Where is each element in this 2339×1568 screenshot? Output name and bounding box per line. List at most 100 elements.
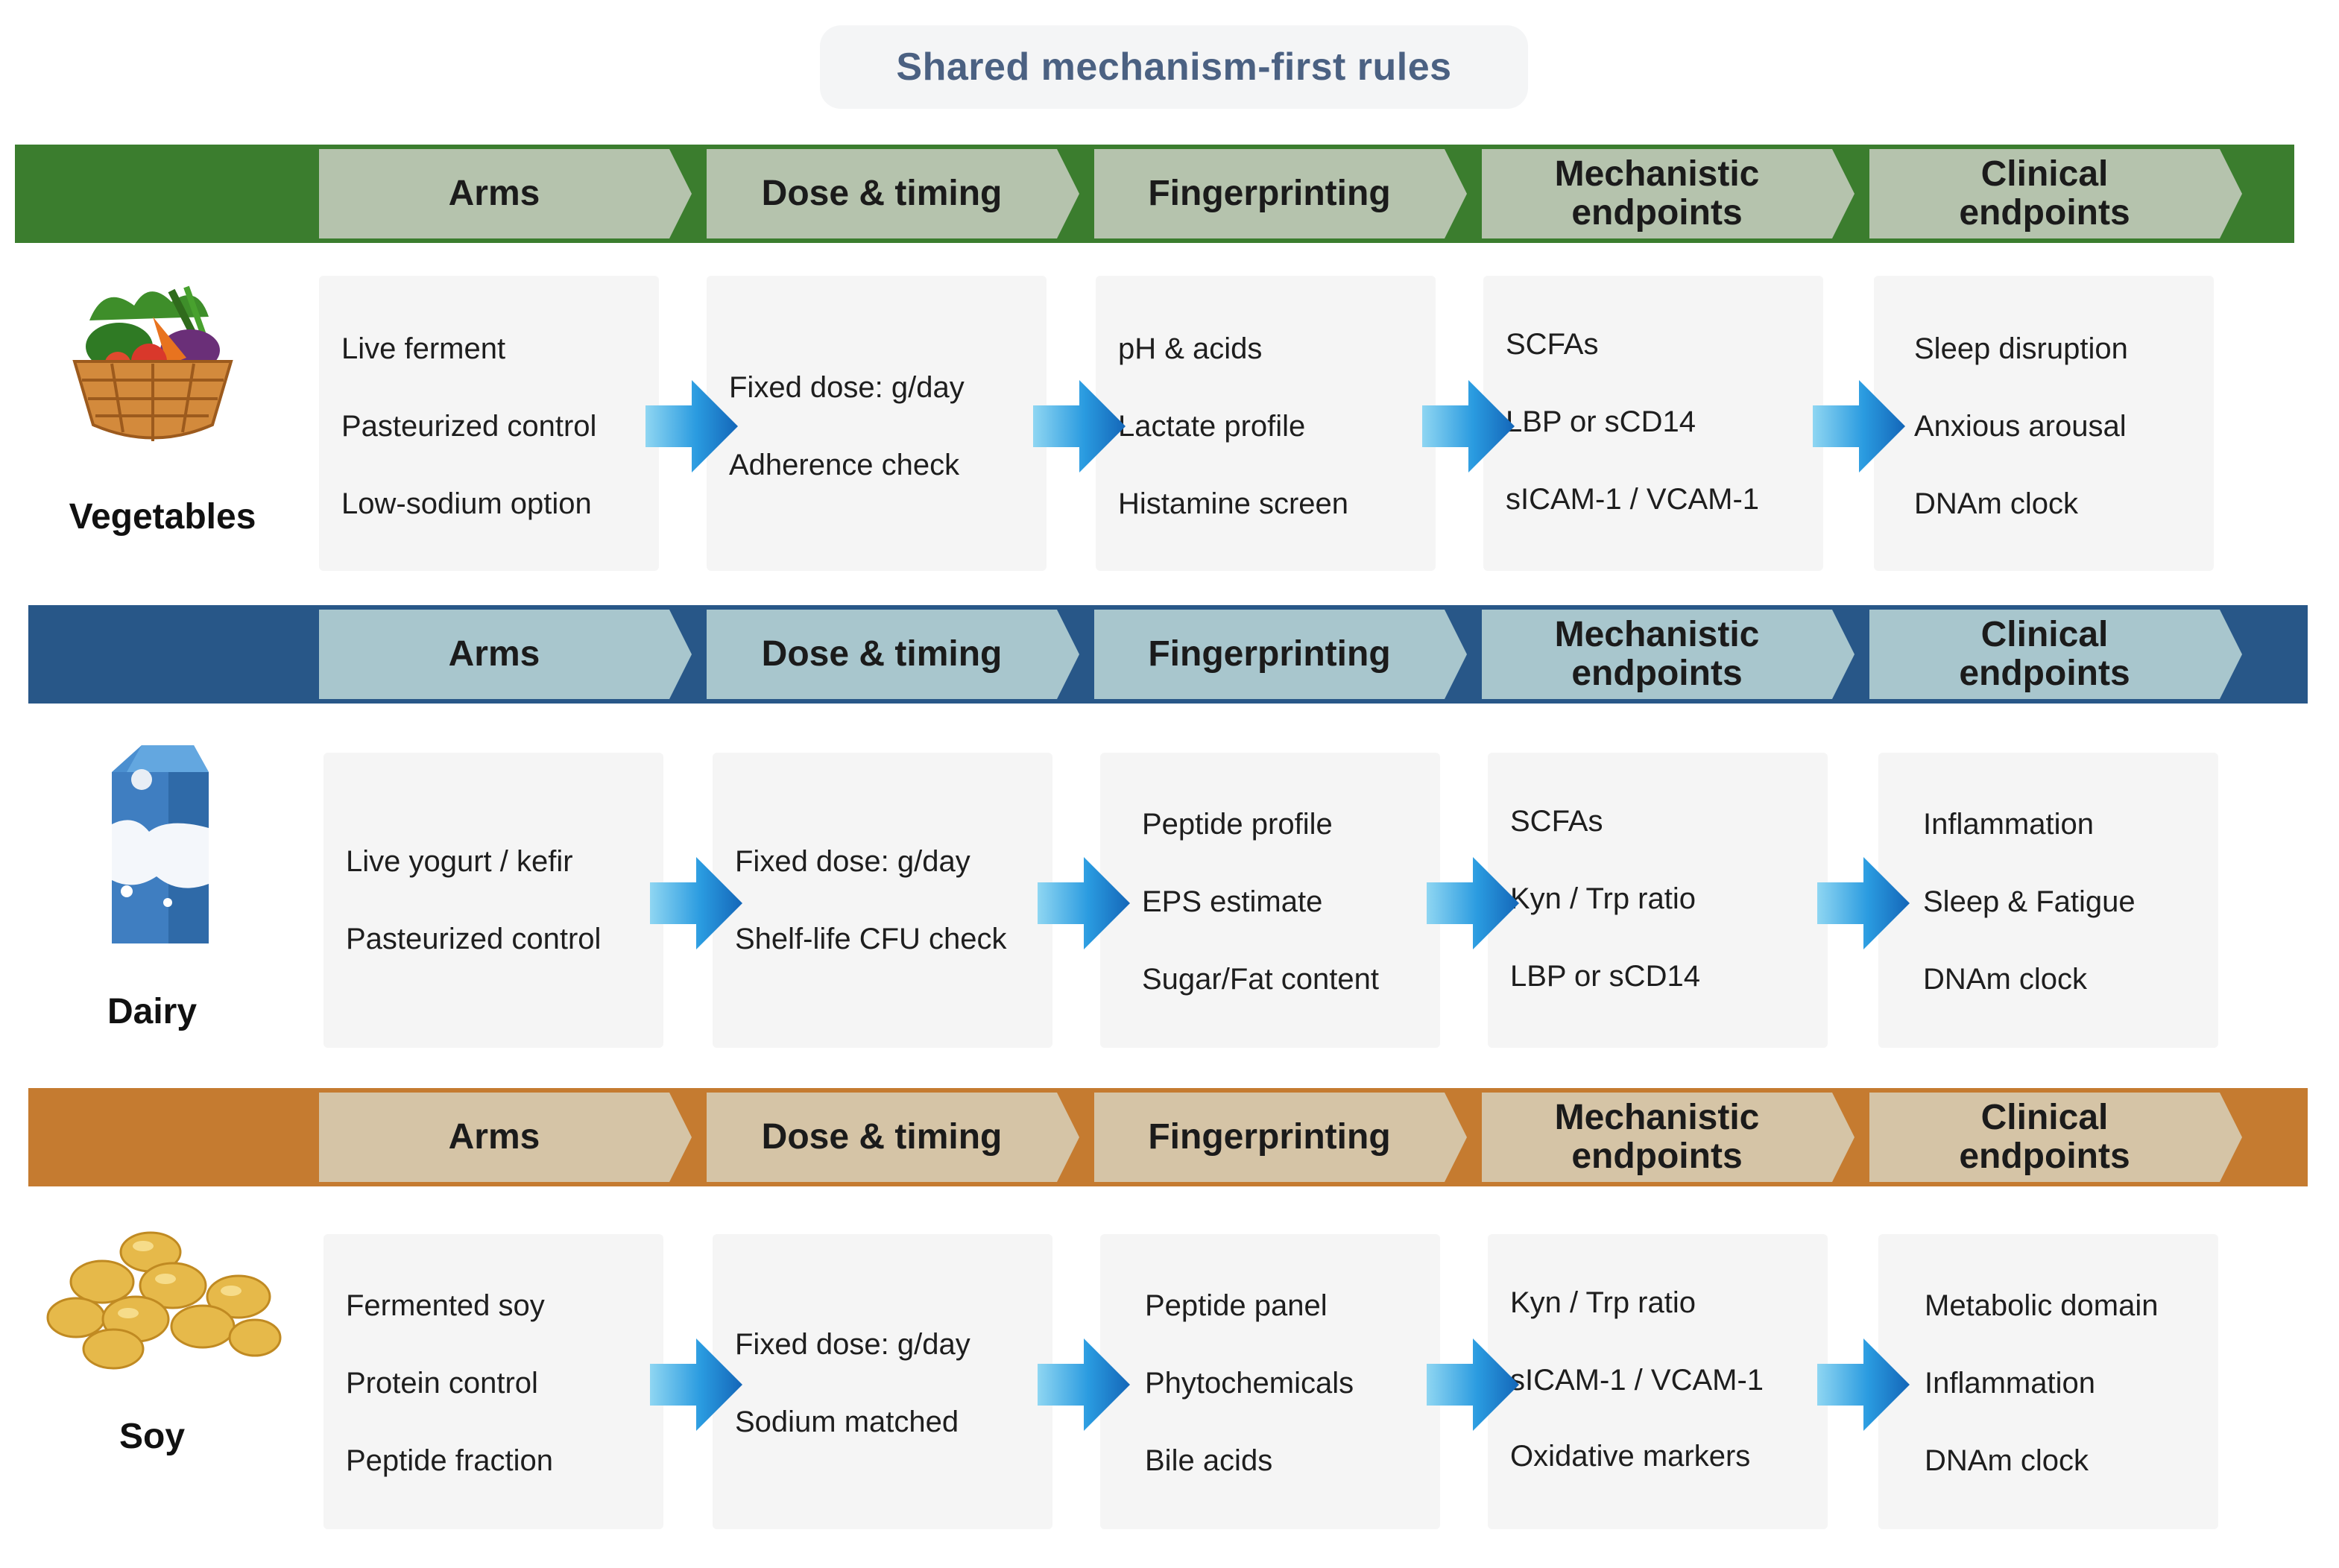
list-item: LBP or sCD14	[1510, 960, 1700, 993]
flow-arrow-icon	[650, 1338, 742, 1431]
list-item: Phytochemicals	[1145, 1367, 1354, 1400]
soy-label: Soy	[119, 1417, 186, 1456]
list-item: Histamine screen	[1118, 487, 1349, 520]
dairy-stage-dose: Dose & timing	[707, 610, 1079, 699]
list-item: LBP or sCD14	[1506, 405, 1696, 438]
list-item: Sugar/Fat content	[1142, 963, 1379, 996]
list-item: Peptide fraction	[346, 1444, 553, 1477]
flow-arrow-icon	[650, 857, 742, 949]
list-item: Shelf-life CFU check	[735, 923, 1007, 955]
soy-stage-fingerprinting: Fingerprinting	[1094, 1093, 1467, 1182]
vegetables-dose-box: Fixed dose: g/day Adherence check	[707, 276, 1047, 571]
vegetables-clinical-box: Sleep disruption Anxious arousal DNAm cl…	[1874, 276, 2214, 571]
stage-label: Arms	[448, 174, 540, 213]
list-item: DNAm clock	[1923, 963, 2088, 996]
list-item: sICAM-1 / VCAM-1	[1510, 1364, 1764, 1397]
list-item: Anxious arousal	[1914, 410, 2127, 443]
soy-dose-box: Fixed dose: g/day Sodium matched	[713, 1234, 1052, 1529]
list-item: Adherence check	[729, 449, 960, 481]
flow-arrow-icon	[1813, 380, 1905, 472]
list-item: pH & acids	[1118, 332, 1263, 365]
list-item: SCFAs	[1510, 805, 1603, 838]
soy-arms-box: Fermented soy Protein control Peptide fr…	[323, 1234, 663, 1529]
soy-stage-mechanistic: Mechanistic endpoints	[1482, 1093, 1855, 1182]
dairy-mechanistic-box: SCFAs Kyn / Trp ratio LBP or sCD14	[1488, 753, 1828, 1048]
list-item: Pasteurized control	[341, 410, 597, 443]
soybeans-icon	[46, 1231, 282, 1370]
dairy-stage-mechanistic: Mechanistic endpoints	[1482, 610, 1855, 699]
vegetables-stage-mechanistic: Mechanistic endpoints	[1482, 149, 1855, 238]
list-item: EPS estimate	[1142, 885, 1323, 918]
vegetables-stage-arms: Arms	[319, 149, 692, 238]
stage-label: Dose & timing	[761, 1117, 1003, 1157]
vegetables-stage-fingerprinting: Fingerprinting	[1094, 149, 1467, 238]
stage-label: Clinical endpoints	[1959, 615, 2130, 693]
stage-label: Clinical endpoints	[1959, 154, 2130, 233]
list-item: Inflammation	[1925, 1367, 2095, 1400]
stage-label: Dose & timing	[761, 174, 1003, 213]
list-item: sICAM-1 / VCAM-1	[1506, 483, 1760, 516]
list-item: Peptide profile	[1142, 808, 1333, 841]
flow-arrow-icon	[1422, 380, 1515, 472]
list-item: Lactate profile	[1118, 410, 1306, 443]
soy-mechanistic-box: Kyn / Trp ratio sICAM-1 / VCAM-1 Oxidati…	[1488, 1234, 1828, 1529]
list-item: DNAm clock	[1914, 487, 2079, 520]
list-item: SCFAs	[1506, 328, 1599, 361]
list-item: Kyn / Trp ratio	[1510, 1286, 1696, 1319]
stage-label: Fingerprinting	[1148, 634, 1391, 674]
stage-label: Fingerprinting	[1148, 174, 1391, 213]
list-item: Kyn / Trp ratio	[1510, 882, 1696, 915]
list-item: Fermented soy	[346, 1289, 545, 1322]
flow-arrow-icon	[1817, 857, 1910, 949]
vegetables-label: Vegetables	[69, 497, 256, 537]
stage-label: Arms	[448, 1117, 540, 1157]
dairy-dose-box: Fixed dose: g/day Shelf-life CFU check	[713, 753, 1052, 1048]
dairy-fingerprinting-box: Peptide profile EPS estimate Sugar/Fat c…	[1100, 753, 1440, 1048]
stage-label: Mechanistic endpoints	[1554, 154, 1760, 233]
stage-label: Arms	[448, 634, 540, 674]
stage-label: Fingerprinting	[1148, 1117, 1391, 1157]
list-item: Fixed dose: g/day	[735, 1328, 970, 1361]
stage-label: Dose & timing	[761, 634, 1003, 674]
list-item: Bile acids	[1145, 1444, 1273, 1477]
list-item: DNAm clock	[1925, 1444, 2089, 1477]
list-item: Sodium matched	[735, 1406, 959, 1438]
list-item: Protein control	[346, 1367, 538, 1400]
flow-arrow-icon	[1033, 380, 1126, 472]
soy-stage-dose: Dose & timing	[707, 1093, 1079, 1182]
list-item: Pasteurized control	[346, 923, 602, 955]
vegetables-stage-dose: Dose & timing	[707, 149, 1079, 238]
vegetable-basket-icon	[72, 285, 233, 441]
list-item: Low-sodium option	[341, 487, 592, 520]
flow-arrow-icon	[1817, 1338, 1910, 1431]
dairy-arms-box: Live yogurt / kefir Pasteurized control	[323, 753, 663, 1048]
diagram-title-pill: Shared mechanism-first rules	[820, 25, 1528, 109]
diagram-title: Shared mechanism-first rules	[896, 45, 1452, 89]
list-item: Peptide panel	[1145, 1289, 1328, 1322]
list-item: Metabolic domain	[1925, 1289, 2159, 1322]
dairy-clinical-box: Inflammation Sleep & Fatigue DNAm clock	[1878, 753, 2218, 1048]
dairy-stage-clinical: Clinical endpoints	[1869, 610, 2242, 699]
flow-arrow-icon	[1427, 1338, 1519, 1431]
list-item: Live ferment	[341, 332, 506, 365]
soy-fingerprinting-box: Peptide panel Phytochemicals Bile acids	[1100, 1234, 1440, 1529]
flow-arrow-icon	[1427, 857, 1519, 949]
soy-stage-clinical: Clinical endpoints	[1869, 1093, 2242, 1182]
milk-carton-icon	[112, 745, 209, 943]
stage-label: Mechanistic endpoints	[1554, 615, 1760, 693]
flow-arrow-icon	[645, 380, 738, 472]
flow-arrow-icon	[1038, 1338, 1130, 1431]
list-item: Live yogurt / kefir	[346, 845, 573, 878]
list-item: Inflammation	[1923, 808, 2094, 841]
dairy-stage-fingerprinting: Fingerprinting	[1094, 610, 1467, 699]
vegetables-stage-clinical: Clinical endpoints	[1869, 149, 2242, 238]
list-item: Fixed dose: g/day	[729, 371, 965, 404]
flow-arrow-icon	[1038, 857, 1130, 949]
list-item: Fixed dose: g/day	[735, 845, 970, 878]
soy-stage-arms: Arms	[319, 1093, 692, 1182]
dairy-label: Dairy	[107, 992, 198, 1031]
list-item: Oxidative markers	[1510, 1440, 1751, 1473]
list-item: Sleep & Fatigue	[1923, 885, 2136, 918]
dairy-stage-arms: Arms	[319, 610, 692, 699]
stage-label: Clinical endpoints	[1959, 1098, 2130, 1176]
